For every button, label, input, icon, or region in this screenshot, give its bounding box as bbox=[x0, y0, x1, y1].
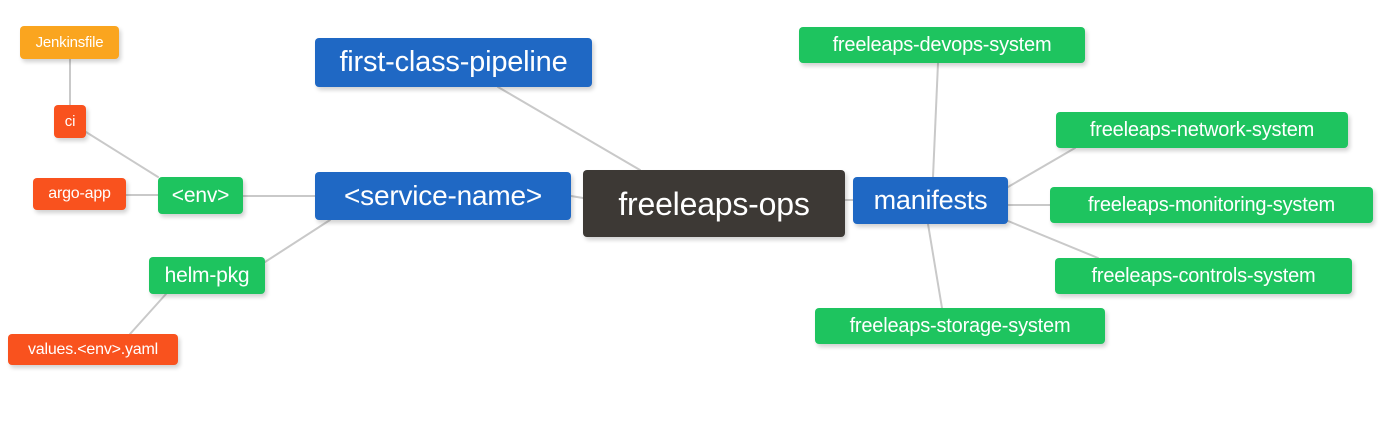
edge-service-name-ops bbox=[570, 195, 584, 199]
node-helm-pkg[interactable]: helm-pkg bbox=[149, 257, 265, 294]
edge-manifests-storage bbox=[927, 223, 943, 309]
edge-ci-env bbox=[85, 131, 159, 178]
node-freeleaps-controls-system[interactable]: freeleaps-controls-system bbox=[1055, 258, 1352, 294]
node-ci[interactable]: ci bbox=[54, 105, 86, 138]
node-env[interactable]: <env> bbox=[158, 177, 243, 214]
node-freeleaps-storage-system[interactable]: freeleaps-storage-system bbox=[815, 308, 1105, 344]
node-jenkinsfile[interactable]: Jenkinsfile bbox=[20, 26, 119, 59]
edge-manifests-network bbox=[1007, 147, 1076, 188]
node-service-name[interactable]: <service-name> bbox=[315, 172, 571, 220]
node-first-class-pipeline[interactable]: first-class-pipeline bbox=[315, 38, 592, 87]
edge-manifests-controls bbox=[1007, 220, 1099, 259]
node-argo-app[interactable]: argo-app bbox=[33, 178, 126, 210]
node-values-yaml[interactable]: values.<env>.yaml bbox=[8, 334, 178, 365]
edge-manifests-devops bbox=[932, 62, 939, 178]
node-freeleaps-network-system[interactable]: freeleaps-network-system bbox=[1056, 112, 1348, 148]
node-manifests[interactable]: manifests bbox=[853, 177, 1008, 224]
node-freeleaps-monitoring-system[interactable]: freeleaps-monitoring-system bbox=[1050, 187, 1373, 223]
edge-values-yaml-helm-pkg bbox=[129, 293, 167, 335]
edge-first-class-pipeline-ops bbox=[497, 86, 641, 171]
edge-helm-pkg-service-name bbox=[264, 219, 331, 263]
node-freeleaps-ops[interactable]: freeleaps-ops bbox=[583, 170, 845, 237]
node-freeleaps-devops-system[interactable]: freeleaps-devops-system bbox=[799, 27, 1085, 63]
